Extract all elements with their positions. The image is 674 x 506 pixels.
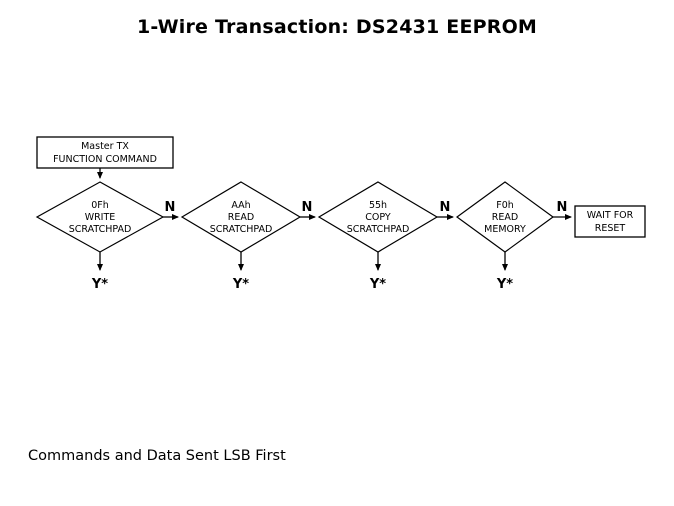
- decision-1-no-label: N: [165, 200, 176, 215]
- decision-4-yes-label: Y*: [496, 277, 513, 292]
- decision-2-line2: READ: [228, 212, 254, 223]
- decision-2-line3: SCRATCHPAD: [210, 224, 273, 235]
- end-box: WAIT FOR RESET: [574, 205, 646, 238]
- decision-node-3: 55h COPY SCRATCHPAD: [317, 181, 439, 253]
- start-box-line1: Master TX: [81, 141, 129, 152]
- decision-1-line2: WRITE: [85, 212, 116, 223]
- decision-2-yes-label: Y*: [232, 277, 249, 292]
- decision-node-2: AAh READ SCRATCHPAD: [180, 181, 302, 253]
- decision-node-4: F0h READ MEMORY: [455, 181, 555, 253]
- page-title: 1-Wire Transaction: DS2431 EEPROM: [136, 16, 538, 38]
- end-box-line1: WAIT FOR: [587, 210, 634, 221]
- decision-2-no-label: N: [302, 200, 313, 215]
- decision-1-yes-label: Y*: [91, 277, 108, 292]
- flowchart: Master TX FUNCTION COMMAND 0Fh WRITE SCR…: [35, 136, 646, 292]
- footer-line-1: Commands and Data Sent LSB First: [28, 448, 286, 464]
- decision-3-yes-label: Y*: [369, 277, 386, 292]
- decision-3-code: 55h: [369, 200, 387, 211]
- start-box: Master TX FUNCTION COMMAND: [36, 136, 174, 169]
- decision-4-no-label: N: [557, 200, 568, 215]
- footer-notes: Commands and Data Sent LSB First *A Mast…: [28, 404, 658, 506]
- decision-1-code: 0Fh: [91, 200, 109, 211]
- decision-3-line2: COPY: [365, 212, 391, 223]
- decision-3-line3: SCRATCHPAD: [347, 224, 410, 235]
- decision-2-code: AAh: [231, 200, 250, 211]
- start-box-line2: FUNCTION COMMAND: [53, 154, 157, 165]
- decision-4-code: F0h: [496, 200, 514, 211]
- decision-4-line2: READ: [492, 212, 518, 223]
- end-box-line2: RESET: [595, 223, 626, 234]
- decision-1-line3: SCRATCHPAD: [69, 224, 132, 235]
- decision-3-no-label: N: [440, 200, 451, 215]
- decision-node-1: 0Fh WRITE SCRATCHPAD: [35, 181, 165, 253]
- decision-4-line3: MEMORY: [484, 224, 526, 235]
